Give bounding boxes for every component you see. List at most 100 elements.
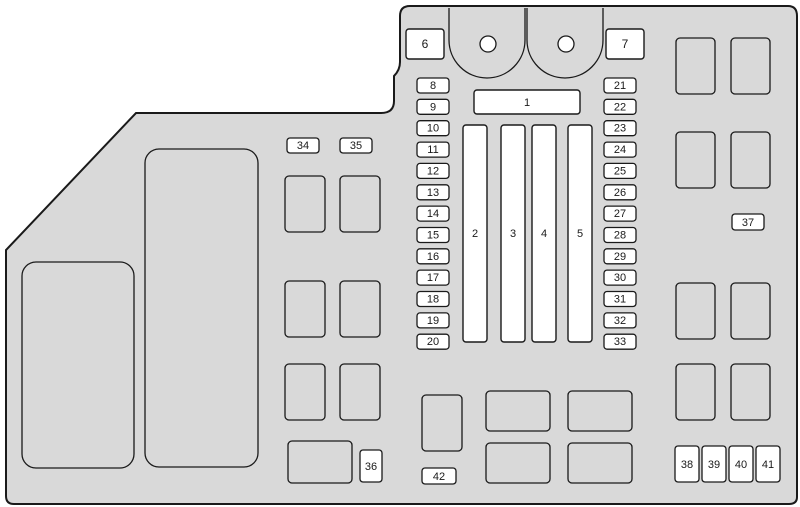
fuse-1[interactable]: 1: [473, 89, 581, 115]
fuse-41[interactable]: 41: [755, 445, 781, 483]
relay-block: [730, 282, 771, 340]
relay-block: [675, 37, 716, 95]
fuse-11[interactable]: 11: [416, 141, 450, 158]
fuse-10-body: [416, 120, 450, 137]
fuse-31[interactable]: 31: [603, 290, 637, 308]
fuse-37[interactable]: 37: [731, 213, 765, 231]
fuse-30-body: [603, 269, 637, 286]
fuse-8-label: 8: [430, 80, 436, 92]
relay-block: [339, 280, 381, 338]
left-fuse-column: 8 9 10 11 12 13 14 15 16 17 18 19 20: [416, 77, 450, 350]
fuse-24[interactable]: 24: [603, 141, 637, 158]
fuse-2[interactable]: 2: [462, 124, 488, 343]
fuse-24-body: [603, 141, 637, 158]
fuse-28-body: [603, 226, 637, 244]
fuse-23-body: [603, 120, 637, 137]
fuse-17[interactable]: 17: [416, 269, 450, 286]
relay-block: [284, 280, 326, 338]
fuse-42[interactable]: 42: [421, 467, 457, 485]
fuse-29-label: 29: [614, 251, 626, 263]
fuse-35[interactable]: 35: [339, 137, 373, 154]
relay-block: [339, 175, 381, 233]
bolt-left: [479, 35, 497, 53]
fuse-34[interactable]: 34: [286, 137, 320, 154]
relay-block: [675, 282, 716, 340]
fuse-29[interactable]: 29: [603, 248, 637, 265]
fuse-15-label: 15: [427, 230, 439, 242]
fuse-14[interactable]: 14: [416, 205, 450, 222]
fuse-28[interactable]: 28: [603, 226, 637, 244]
fuse-6-label: 6: [422, 37, 429, 51]
fuse-5-label: 5: [577, 228, 583, 240]
fuse-8[interactable]: 8: [416, 77, 450, 94]
fuse-9-label: 9: [430, 101, 436, 113]
fuse-21-body: [603, 77, 637, 94]
fuse-29-body: [603, 248, 637, 265]
fuse-1-label: 1: [524, 97, 530, 109]
fuse-30[interactable]: 30: [603, 269, 637, 286]
fuse-27-label: 27: [614, 208, 626, 220]
fuse-3[interactable]: 3: [500, 124, 526, 343]
fuse-31-label: 31: [614, 294, 626, 306]
fuse-11-label: 11: [427, 144, 438, 156]
fuse-36[interactable]: 36: [359, 449, 383, 483]
fuse-39[interactable]: 39: [701, 445, 727, 483]
fuse-25-label: 25: [614, 165, 626, 177]
fuse-25[interactable]: 25: [603, 162, 637, 180]
fuse-6[interactable]: 6: [405, 28, 445, 60]
fuse-13-label: 13: [427, 187, 439, 199]
relay-block: [339, 363, 381, 421]
fuse-5[interactable]: 5: [567, 124, 593, 343]
fuse-15[interactable]: 15: [416, 226, 450, 244]
relay-block: [730, 37, 771, 95]
fuse-19[interactable]: 19: [416, 312, 450, 329]
fuse-40[interactable]: 40: [728, 445, 754, 483]
fuse-13-body: [416, 184, 450, 201]
fuse-32[interactable]: 32: [603, 312, 637, 329]
fuse-20[interactable]: 20: [416, 333, 450, 350]
fuse-41-label: 41: [762, 459, 774, 471]
fuse-3-label: 3: [510, 228, 516, 240]
fuse-16[interactable]: 16: [416, 248, 450, 265]
fuse-34-label: 34: [297, 140, 309, 152]
fuse-26[interactable]: 26: [603, 184, 637, 201]
fuse-19-body: [416, 312, 450, 329]
fuse-16-label: 16: [427, 251, 439, 263]
relay-block: [730, 131, 771, 189]
fuse-17-body: [416, 269, 450, 286]
fuse-18[interactable]: 18: [416, 290, 450, 308]
fuse-13[interactable]: 13: [416, 184, 450, 201]
fuse-27[interactable]: 27: [603, 205, 637, 222]
fuse-17-label: 17: [427, 272, 439, 284]
fuse-9[interactable]: 9: [416, 98, 450, 115]
fuse-38-label: 38: [681, 459, 693, 471]
fuse-16-body: [416, 248, 450, 265]
fuse-33[interactable]: 33: [603, 333, 637, 350]
fuse-14-body: [416, 205, 450, 222]
fuse-40-label: 40: [735, 459, 747, 471]
fuse-7[interactable]: 7: [605, 28, 645, 60]
relay-block: [675, 363, 716, 421]
fuse-22[interactable]: 22: [603, 98, 637, 115]
relay-block: [284, 175, 326, 233]
fuse-18-label: 18: [427, 294, 439, 306]
relay-block: [485, 442, 551, 484]
fuse-23[interactable]: 23: [603, 120, 637, 137]
fuse-27-body: [603, 205, 637, 222]
fuse-4-label: 4: [541, 228, 547, 240]
fuse-10[interactable]: 10: [416, 120, 450, 137]
fuse-26-body: [603, 184, 637, 201]
fuse-31-body: [603, 290, 637, 308]
fuse-21[interactable]: 21: [603, 77, 637, 94]
relay-block: [730, 363, 771, 421]
fuse-38[interactable]: 38: [674, 445, 700, 483]
fuse-12-label: 12: [427, 165, 439, 177]
fuse-9-body: [416, 98, 450, 115]
fuse-4[interactable]: 4: [531, 124, 557, 343]
relay-block: [567, 390, 633, 432]
fuse-19-label: 19: [427, 315, 439, 327]
fuse-22-body: [603, 98, 637, 115]
fuse-22-label: 22: [614, 101, 626, 113]
fuse-12[interactable]: 12: [416, 162, 450, 180]
